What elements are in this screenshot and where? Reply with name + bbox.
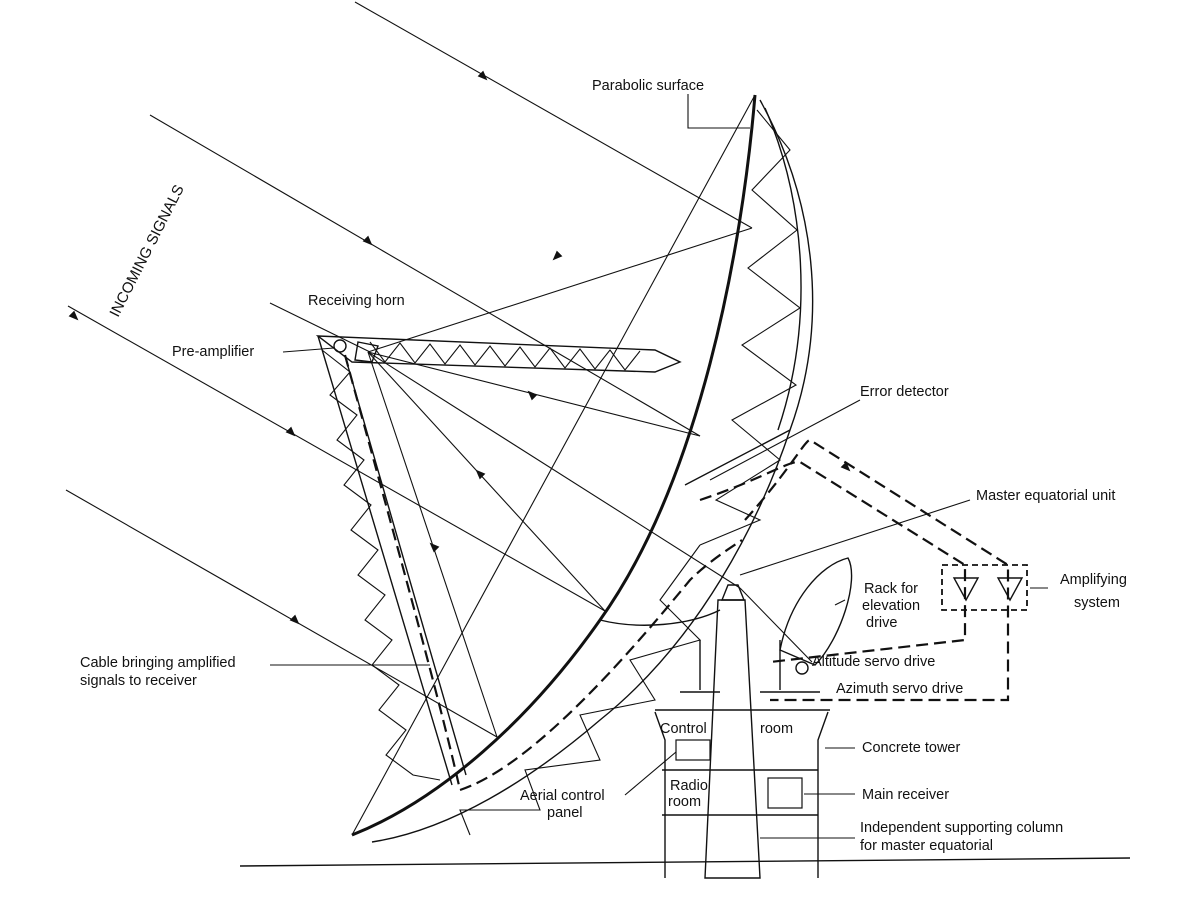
amplifier-box (941, 564, 1028, 611)
reflected-ray-1 (367, 227, 753, 353)
dish-back-inner (764, 107, 802, 431)
signal-ray-4 (65, 489, 498, 738)
ray-arrow-3 (285, 426, 296, 437)
label-rack-line3: drive (866, 615, 897, 631)
label-error-detector: Error detector (860, 384, 949, 400)
arm-truss (321, 349, 441, 781)
label-control: Control (660, 721, 707, 737)
reflected-arrow-2 (527, 390, 538, 401)
arm-inner-rail (344, 355, 467, 776)
amp-arrow-1 (840, 461, 851, 472)
label-column-line2: for master equatorial (860, 838, 993, 854)
feed-boom (315, 335, 682, 373)
leader-rack (834, 599, 846, 606)
leader-lines (270, 94, 1048, 839)
label-radio-room-line2: room (668, 794, 701, 810)
amplifier-triangle-2 (996, 577, 1024, 602)
label-cable-line1: Cable bringing amplified (80, 655, 236, 671)
master-equatorial-head (720, 584, 746, 601)
label-aerial-line2: panel (547, 805, 582, 821)
feed-support-arm (317, 335, 743, 792)
platform-struts (699, 640, 781, 690)
label-aerial-line1: Aerial control (520, 788, 605, 804)
label-cable-line2: signals to receiver (80, 673, 197, 689)
leader-pre-amp (282, 347, 335, 353)
leader-aerial-panel (624, 751, 677, 796)
dish-truss-zigzag-upper (699, 109, 801, 546)
elevation-rack (779, 557, 853, 675)
signal-ray-1 (354, 1, 753, 229)
boom-outline (315, 335, 682, 373)
horn-ray (269, 302, 371, 353)
amplifier-triangle-1 (952, 577, 980, 602)
dish-back-truss-outline (371, 99, 814, 843)
label-rack-line1: Rack for (864, 581, 918, 597)
leader-altitude (739, 587, 813, 663)
concrete-tower (654, 584, 830, 879)
label-receiving-horn: Receiving horn (308, 293, 405, 309)
ground-line (239, 857, 1131, 867)
label-parabolic-surface: Parabolic surface (592, 78, 704, 94)
aerial-control-panel-box (675, 739, 711, 761)
reflected-rays (269, 94, 756, 836)
label-azimuth-servo: Azimuth servo drive (836, 681, 963, 697)
receiving-horn-shape (354, 341, 379, 363)
label-amplifying-line1: Amplifying (1060, 572, 1127, 588)
dashed-path-altitude (699, 460, 967, 664)
incoming-signal-rays (65, 1, 753, 738)
label-main-receiver: Main receiver (862, 787, 949, 803)
altitude-servo-gear (795, 661, 809, 675)
reflected-arrow-4 (429, 542, 440, 553)
dish-brace-a (684, 429, 791, 486)
label-pre-amplifier: Pre-amplifier (172, 344, 254, 360)
dish-truss-zigzag-lower (459, 544, 702, 836)
signal-ray-3 (67, 305, 606, 612)
leader-master-equatorial (739, 499, 971, 576)
label-concrete-tower: Concrete tower (862, 740, 960, 756)
chord-line (351, 94, 756, 836)
dish-surface (351, 94, 757, 837)
label-column-line1: Independent supporting column (860, 820, 1063, 836)
leader-parabolic (687, 94, 750, 129)
rack-sector (779, 557, 853, 666)
reflected-arrow-1 (552, 250, 563, 261)
label-amplifying-line2: system (1074, 595, 1120, 611)
leader-error-detector (709, 399, 861, 481)
label-master-equatorial-unit: Master equatorial unit (976, 488, 1115, 504)
arm-outer-rail (317, 335, 453, 786)
ray-arrow-1 (477, 70, 488, 81)
tower-right-wall (817, 711, 829, 878)
parabolic-dish (351, 94, 814, 843)
labels: INCOMING SIGNALS Parabolic surface Recei… (80, 78, 1127, 854)
label-rack-line2: elevation (862, 598, 920, 614)
axis-line (367, 351, 741, 589)
main-receiver-box (767, 777, 803, 809)
label-incoming-signals: INCOMING SIGNALS (106, 182, 187, 320)
dashed-path-azimuth (744, 438, 1010, 702)
signal-ray-2 (149, 114, 701, 437)
label-altitude-servo: Altitude servo drive (812, 654, 935, 670)
boom-truss (369, 341, 641, 371)
reflected-arrow-3 (475, 469, 486, 480)
signal-cable-dashed (343, 354, 743, 792)
ray-arrow-2 (362, 235, 373, 246)
master-column (704, 599, 761, 879)
label-room: room (760, 721, 793, 737)
ray-arrow-5 (68, 310, 79, 321)
amplifying-system (699, 438, 1028, 702)
reflected-ray-3 (367, 351, 606, 612)
pre-amplifier-unit (333, 339, 347, 353)
label-radio-room-line1: Radio (670, 778, 708, 794)
tower-left-wall (654, 711, 666, 878)
ray-arrow-4 (289, 614, 300, 625)
dish-brace-b (599, 609, 721, 626)
